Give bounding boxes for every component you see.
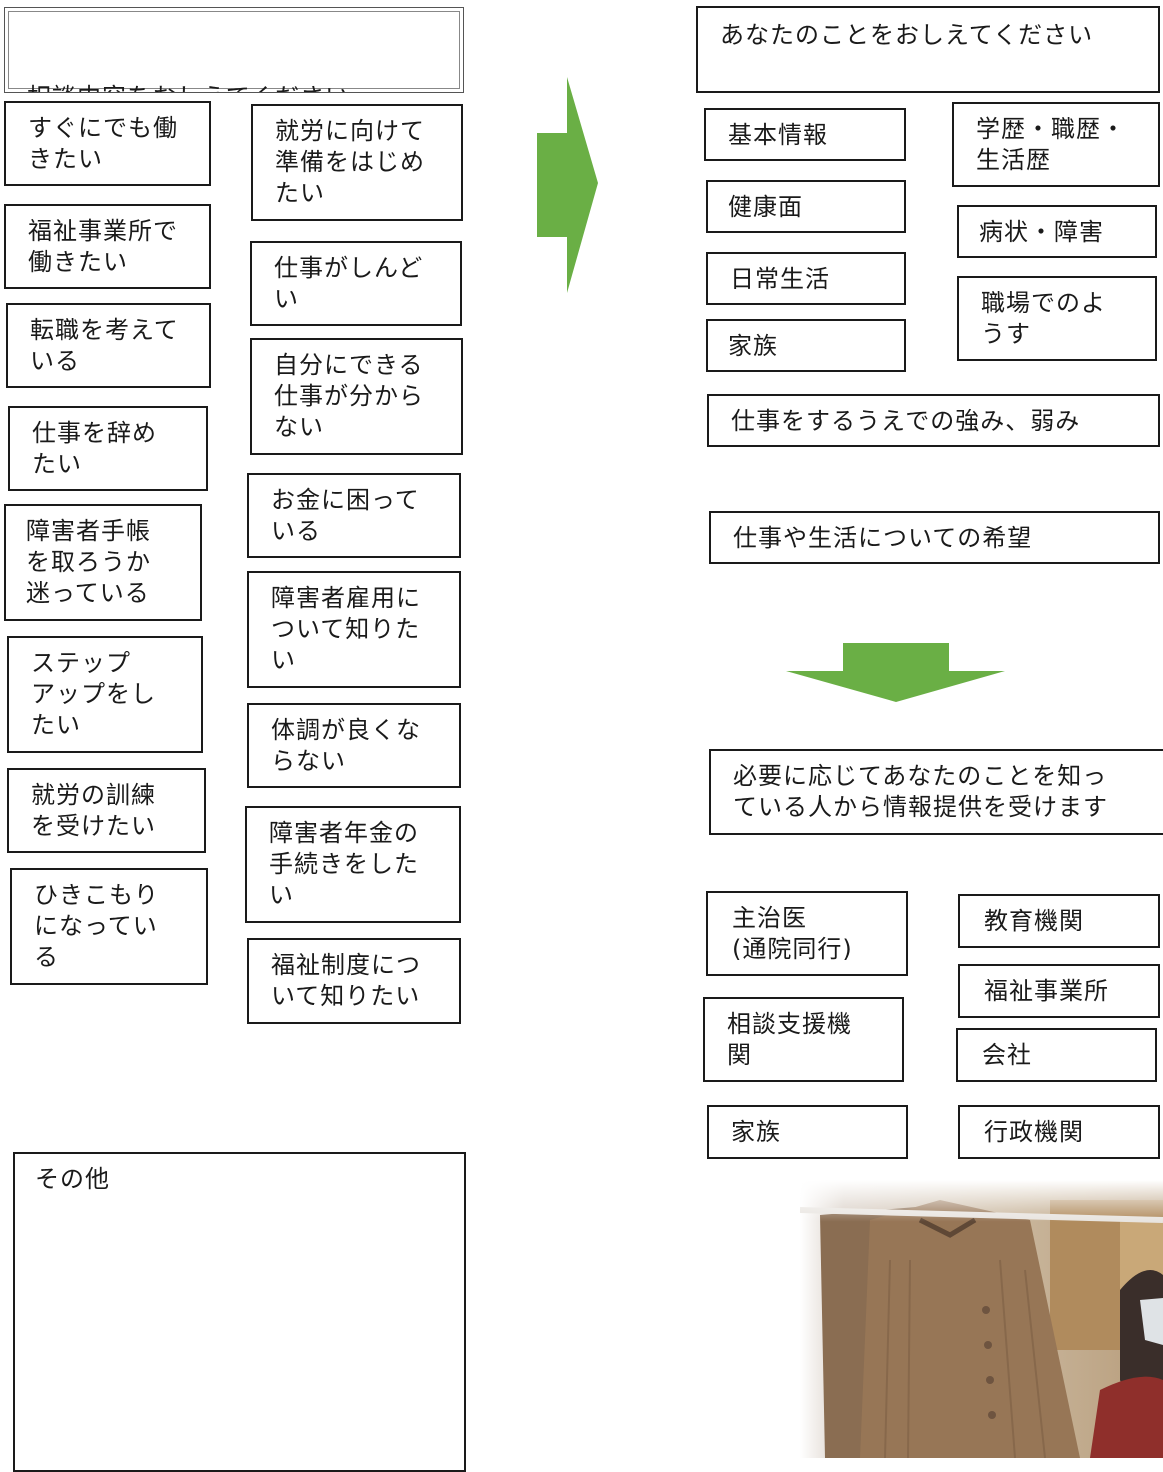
info-daily-life: 日常生活 [706, 252, 906, 305]
down-arrow-icon [786, 643, 1005, 702]
source-company: 会社 [956, 1028, 1157, 1082]
topic-welfare-work: 福祉事業所で 働きたい [4, 204, 211, 289]
topic-step-up: ステップ アップをし たい [7, 636, 203, 753]
source-family: 家族 [707, 1105, 908, 1159]
topic-disability-card: 障害者手帳 を取ろうか 迷っている [4, 504, 202, 621]
topic-welfare-system: 福祉制度につ いて知りたい [247, 938, 461, 1024]
topic-work-training: 就労の訓練 を受けたい [7, 768, 206, 853]
topic-quit-job: 仕事を辞め たい [8, 406, 208, 491]
info-strengths: 仕事をするうえでの強み、弱み [707, 394, 1160, 447]
topic-work-hard: 仕事がしんど い [250, 241, 462, 326]
source-government: 行政機関 [958, 1105, 1160, 1159]
source-doctor: 主治医 (通院同行) [706, 891, 908, 976]
topic-disability-employment: 障害者雇用に ついて知りた い [247, 571, 461, 688]
source-welfare-office: 福祉事業所 [958, 964, 1160, 1018]
info-provision-box: 必要に応じてあなたのことを知っ ている人から情報提供を受けます [709, 749, 1163, 835]
other-box: その他 [13, 1152, 466, 1472]
right-arrow-icon [537, 77, 598, 293]
info-basic: 基本情報 [704, 108, 906, 161]
topic-unknown-work: 自分にできる 仕事が分から ない [250, 338, 463, 455]
source-consultation-agency: 相談支援機 関 [703, 997, 904, 1082]
info-symptoms: 病状・障害 [957, 205, 1157, 258]
info-wishes: 仕事や生活についての希望 [709, 511, 1160, 564]
info-workplace: 職場でのよ うす [957, 276, 1157, 361]
topic-prepare-work: 就労に向けて 準備をはじめ たい [251, 104, 463, 221]
info-health: 健康面 [706, 180, 906, 233]
topic-immediate-work: すぐにでも働 きたい [4, 101, 211, 186]
info-family: 家族 [706, 319, 906, 372]
consultation-header-box: 相談内容をおしえてください [4, 7, 464, 93]
topic-withdrawn: ひきこもり になってい る [10, 868, 208, 985]
topic-money-trouble: お金に困って いる [247, 473, 461, 558]
clothing-photo [800, 1180, 1163, 1458]
about-you-header: あなたのことをおしえてください [696, 6, 1160, 93]
info-history: 学歴・職歴・ 生活歴 [952, 102, 1160, 187]
topic-job-change: 転職を考えて いる [6, 303, 211, 388]
topic-disability-pension: 障害者年金の 手続きをした い [245, 806, 461, 923]
source-education: 教育機関 [958, 894, 1160, 948]
topic-health: 体調が良くな らない [247, 703, 461, 788]
consultation-header: 相談内容をおしえてください [27, 83, 350, 92]
